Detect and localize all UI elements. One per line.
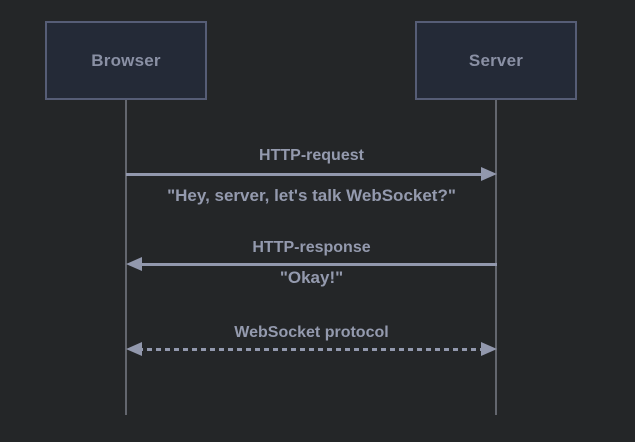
arrow-http-response: [126, 257, 497, 271]
arrow-websocket-protocol: [126, 342, 497, 356]
arrowhead-right-icon: [481, 342, 497, 356]
arrowhead-left-icon: [126, 342, 142, 356]
actor-label-browser: Browser: [91, 50, 161, 70]
actor-box-server: Server: [415, 21, 577, 100]
arrow-line-dashed: [138, 348, 485, 351]
arrow-line-solid: [126, 173, 485, 176]
arrowhead-left-icon: [126, 257, 142, 271]
message-label-http-request: HTTP-request: [259, 147, 364, 164]
actor-label-server: Server: [468, 50, 524, 70]
message-note-http-request: "Hey, server, let's talk WebSocket?": [167, 186, 456, 205]
actor-box-browser: Browser: [45, 21, 207, 100]
message-label-http-response: HTTP-response: [252, 239, 371, 256]
message-label-websocket-protocol: WebSocket protocol: [234, 324, 389, 341]
arrow-http-request: [126, 167, 497, 181]
arrowhead-right-icon: [481, 167, 497, 181]
message-note-http-response: "Okay!": [279, 268, 344, 287]
lifeline-server: [495, 100, 497, 415]
arrow-line-solid: [138, 263, 497, 266]
